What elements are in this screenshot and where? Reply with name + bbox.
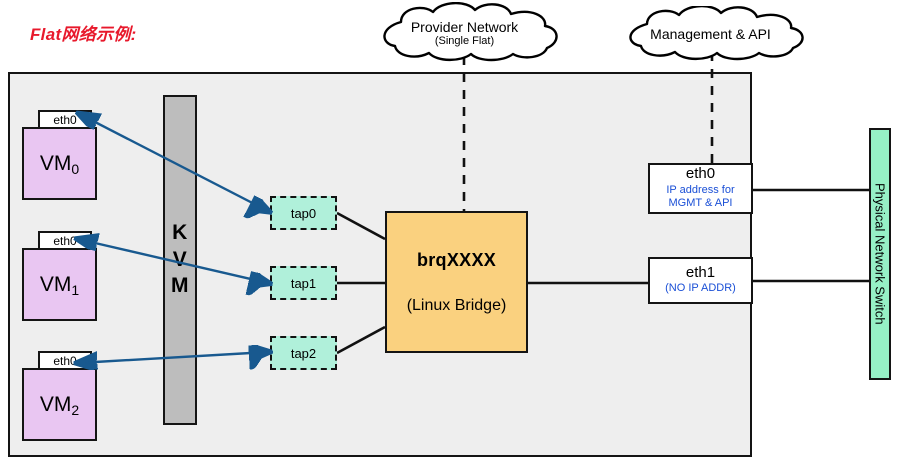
nic-eth0-sub: IP address for MGMT & API <box>666 183 735 210</box>
cloud-management-api[interactable]: Management & API <box>603 6 818 62</box>
vm-2[interactable]: VM2 <box>22 368 97 441</box>
page-title: Flat网络示例: <box>30 25 137 44</box>
kvm-hypervisor-bar: K V M <box>163 95 197 425</box>
kvm-letter-k: K <box>172 220 188 244</box>
vm-1-nic-tab: eth0 <box>38 231 92 250</box>
nic-eth1-sub: (NO IP ADDR) <box>665 282 736 295</box>
vm-1[interactable]: VM1 <box>22 248 97 321</box>
vm-2-label: VM2 <box>39 393 80 418</box>
vm-1-label: VM1 <box>39 273 80 298</box>
kvm-letter-v: V <box>172 247 188 271</box>
cloud-provider-network[interactable]: Provider Network (Single Flat) <box>357 2 572 64</box>
bridge-subtitle: (Linux Bridge) <box>406 296 507 314</box>
physical-network-switch[interactable]: Physical Network Switch <box>869 128 891 380</box>
physical-nic-eth1[interactable]: eth1 (NO IP ADDR) <box>648 257 753 304</box>
nic-eth0-name: eth0 <box>685 165 716 182</box>
tap-device-tap2[interactable]: tap2 <box>270 336 337 370</box>
physical-nic-eth0[interactable]: eth0 IP address for MGMT & API <box>648 163 753 214</box>
nic-eth1-name: eth1 <box>685 263 716 281</box>
cloud-provider-text: Provider Network (Single Flat) <box>410 18 519 47</box>
vm-0-label: VM0 <box>39 152 80 177</box>
cloud-management-text: Management & API <box>650 25 771 42</box>
cloud-shape-icon <box>629 6 804 61</box>
compute-host-container <box>8 72 752 457</box>
vm-2-nic-tab: eth0 <box>38 351 92 370</box>
tap-device-tap1[interactable]: tap1 <box>270 266 337 300</box>
tap-device-tap0[interactable]: tap0 <box>270 196 337 230</box>
vm-0-nic-tab: eth0 <box>38 110 92 129</box>
bridge-name: brqXXXX <box>416 249 497 270</box>
cloud-shape-icon <box>383 2 558 62</box>
kvm-letter-m: M <box>171 274 189 298</box>
vm-0[interactable]: VM0 <box>22 127 97 200</box>
linux-bridge-brqxxxx[interactable]: brqXXXX (Linux Bridge) <box>385 211 528 353</box>
switch-label: Physical Network Switch <box>872 183 888 325</box>
